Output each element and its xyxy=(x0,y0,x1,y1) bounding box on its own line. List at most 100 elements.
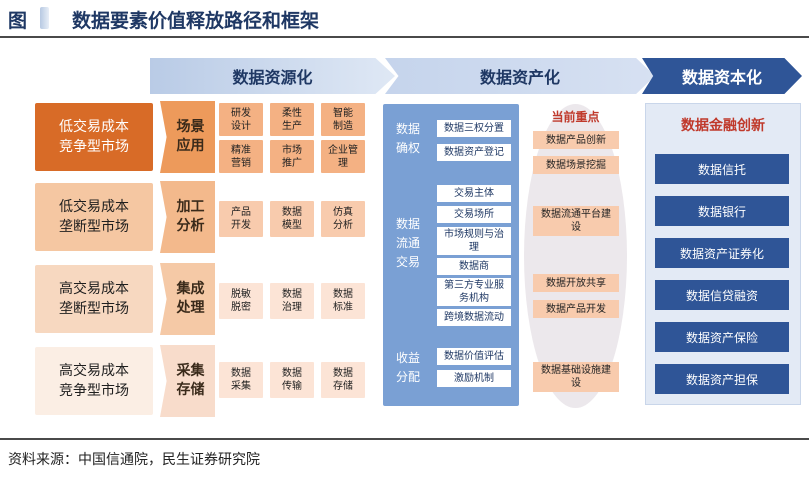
stage-arrow: 场景应用 xyxy=(160,101,215,173)
market-box: 高交易成本竞争型市场 xyxy=(35,347,153,415)
stage-arrow: 集成处理 xyxy=(160,263,215,335)
activity-line: 脱敏 xyxy=(231,289,251,300)
focus-item: 数据产品开发 xyxy=(533,300,619,318)
activity-line: 研发 xyxy=(231,107,251,119)
capital-item: 数据信托 xyxy=(655,154,789,184)
activity-line: 柔性 xyxy=(282,107,302,119)
market-line: 低交易成本 xyxy=(59,199,129,215)
phase-label-distribution: 收益分配 xyxy=(388,345,428,391)
stage-arrow: 采集存储 xyxy=(160,345,215,417)
activity-line: 设计 xyxy=(231,120,251,132)
market-line: 竞争型市场 xyxy=(59,139,129,155)
activity-line: 治理 xyxy=(282,302,302,313)
focus-item: 数据流通平台建设 xyxy=(533,206,619,236)
stage-line: 集成 xyxy=(176,281,205,297)
activity-line: 生产 xyxy=(282,120,302,132)
activity-card: 企业管理 xyxy=(321,140,365,173)
activity-card: 数据存储 xyxy=(321,362,365,398)
activity-card: 数据标准 xyxy=(321,283,365,319)
asset-item: 数据资产登记 xyxy=(437,144,511,161)
figure-label: 图 xyxy=(8,10,28,32)
activity-card: 数据采集 xyxy=(219,362,263,398)
header-data-resourcing: 数据资源化 xyxy=(150,58,395,94)
capital-title: 数据金融创新 xyxy=(681,118,765,134)
activity-line: 数据 xyxy=(333,368,353,379)
activity-line: 采集 xyxy=(231,381,251,392)
activity-line: 数据 xyxy=(231,368,251,379)
current-focus-title: 当前重点 xyxy=(551,110,600,124)
activity-card: 智能制造 xyxy=(321,103,365,136)
activity-line: 产品 xyxy=(231,207,251,218)
activity-line: 推广 xyxy=(282,157,302,169)
phase-line: 收益 xyxy=(395,351,420,365)
asset-item: 数据商 xyxy=(437,258,511,275)
activity-line: 智能 xyxy=(333,107,353,119)
activity-card: 数据模型 xyxy=(270,201,314,237)
activity-card: 数据传输 xyxy=(270,362,314,398)
market-box: 低交易成本竞争型市场 xyxy=(35,103,153,171)
activity-line: 营销 xyxy=(231,157,251,169)
activity-card: 精准营销 xyxy=(219,140,263,173)
phase-label-circulation: 数据流通交易 xyxy=(388,210,428,276)
focus-item: 数据开放共享 xyxy=(533,274,619,292)
activity-line: 脱密 xyxy=(231,302,251,313)
activity-line: 标准 xyxy=(333,302,353,313)
focus-item: 数据场景挖掘 xyxy=(533,156,619,174)
stage-line: 加工 xyxy=(176,199,205,215)
phase-line: 数据 xyxy=(395,122,420,136)
activity-line: 企业管 xyxy=(328,144,358,156)
focus-item: 数据产品创新 xyxy=(533,131,619,149)
stage-line: 采集 xyxy=(176,363,205,379)
activity-line: 制造 xyxy=(333,120,353,132)
activity-card: 数据治理 xyxy=(270,283,314,319)
capital-item: 数据资产证券化 xyxy=(655,238,789,268)
activity-line: 存储 xyxy=(333,381,353,392)
asset-item: 跨境数据流动 xyxy=(437,309,511,326)
capital-item: 数据资产担保 xyxy=(655,364,789,394)
activity-line: 数据 xyxy=(333,289,353,300)
market-line: 垄断型市场 xyxy=(59,301,129,317)
market-line: 高交易成本 xyxy=(59,363,129,379)
figure-marker-icon xyxy=(40,7,49,29)
activity-line: 数据 xyxy=(282,207,302,218)
capital-item: 数据银行 xyxy=(655,196,789,226)
focus-item: 数据基础设施建设 xyxy=(533,362,619,392)
activity-line: 传输 xyxy=(282,381,302,392)
activity-line: 数据 xyxy=(282,289,302,300)
capital-item: 数据资产保险 xyxy=(655,322,789,352)
activity-line: 理 xyxy=(338,157,348,169)
activity-line: 市场 xyxy=(282,144,302,156)
asset-item: 市场规则与治理 xyxy=(437,227,511,255)
phase-line: 分配 xyxy=(395,370,420,384)
activity-card: 市场推广 xyxy=(270,140,314,173)
activity-line: 模型 xyxy=(282,220,302,231)
stage-line: 处理 xyxy=(176,300,205,316)
phase-line: 确权 xyxy=(395,141,420,155)
market-box: 高交易成本垄断型市场 xyxy=(35,265,153,333)
asset-item: 激励机制 xyxy=(437,370,511,387)
source-note: 资料来源：中国信通院，民生证券研究院 xyxy=(8,452,260,468)
activity-card: 研发设计 xyxy=(219,103,263,136)
market-box: 低交易成本垄断型市场 xyxy=(35,183,153,251)
market-line: 竞争型市场 xyxy=(59,383,129,399)
market-line: 高交易成本 xyxy=(59,281,129,297)
title-divider xyxy=(0,36,809,38)
asset-item: 交易场所 xyxy=(437,206,511,223)
activity-card: 产品开发 xyxy=(219,201,263,237)
stage-line: 存储 xyxy=(176,382,205,398)
footer-divider xyxy=(0,438,809,440)
header-data-assetization: 数据资产化 xyxy=(385,58,655,94)
activity-line: 开发 xyxy=(231,220,251,231)
market-line: 垄断型市场 xyxy=(59,219,129,235)
stage-line: 应用 xyxy=(176,138,205,154)
current-focus-ellipse xyxy=(524,104,627,408)
asset-item: 数据三权分置 xyxy=(437,120,511,137)
activity-line: 数据 xyxy=(282,368,302,379)
asset-item: 数据价值评估 xyxy=(437,348,511,365)
activity-line: 精准 xyxy=(231,144,251,156)
stage-arrow: 加工分析 xyxy=(160,181,215,253)
activity-card: 脱敏脱密 xyxy=(219,283,263,319)
activity-card: 柔性生产 xyxy=(270,103,314,136)
activity-card: 仿真分析 xyxy=(321,201,365,237)
asset-item: 交易主体 xyxy=(437,185,511,202)
